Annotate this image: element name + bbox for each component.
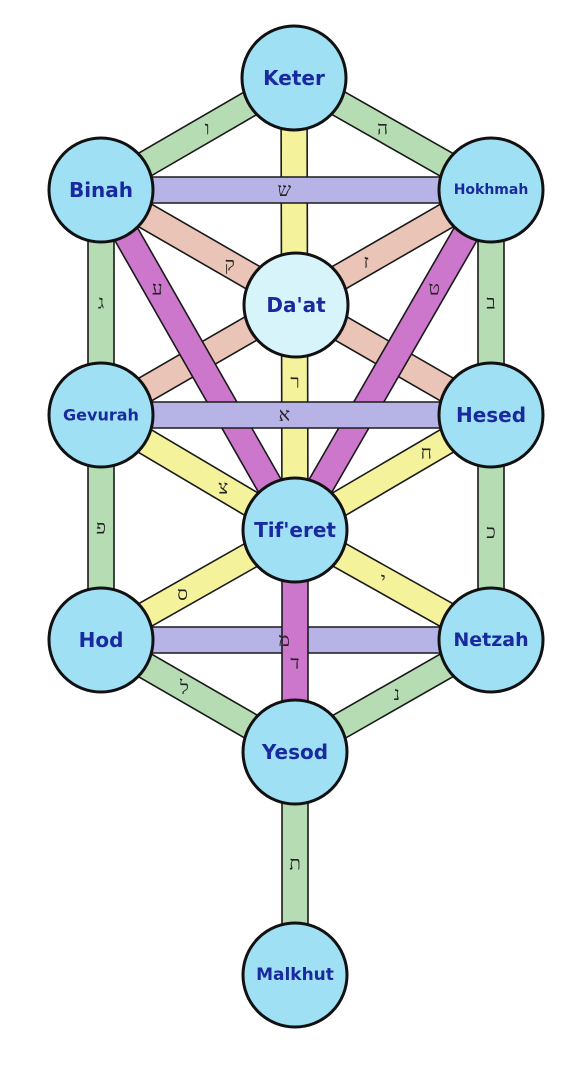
letter-daat-tiferet: ר [290, 371, 299, 393]
letter-tiferet-yesod: ד [290, 652, 299, 674]
sefirah-circle-hokhmah [437, 136, 545, 244]
letter-netzah-yesod: נ [394, 683, 400, 705]
letter-hokhmah-gevurah: ז [364, 251, 369, 273]
sefirah-hokhmah: Hokhmah [437, 136, 545, 244]
sefirah-hod: Hod [47, 586, 155, 694]
path-binah-hokhmah [100, 176, 492, 204]
sefirah-hesed: Hesed [437, 361, 545, 469]
sefirah-daat: Da'at [242, 251, 350, 359]
sefirah-label-binah: Binah [69, 178, 133, 202]
sefirah-circle-netzah [437, 586, 545, 694]
sefirah-circle-gevurah [47, 361, 155, 469]
sefirah-label-hokhmah: Hokhmah [454, 182, 529, 198]
letter-hesed-netzah: כ [486, 521, 495, 543]
sefirah-label-tiferet: Tif'eret [254, 518, 336, 542]
sefirah-circle-tiferet [241, 476, 349, 584]
sefirah-malkhut: Malkhut [241, 921, 349, 1029]
sefirah-label-daat: Da'at [266, 293, 326, 317]
letter-tiferet-hod: ס [177, 583, 188, 605]
sefirah-binah: Binah [47, 136, 155, 244]
letter-hokhmah-hesed: ב [486, 292, 495, 314]
path-gevurah-hesed [100, 401, 492, 429]
sefirah-circle-keter [240, 24, 348, 132]
sefirah-label-gevurah: Gevurah [63, 406, 139, 425]
sefirah-netzah: Netzah [437, 586, 545, 694]
sefirah-label-hesed: Hesed [456, 403, 526, 427]
sefirah-label-netzah: Netzah [453, 629, 528, 651]
letter-keter-hokhmah: ה [377, 117, 388, 139]
sefirah-gevurah: Gevurah [47, 361, 155, 469]
sefirah-circle-binah [47, 136, 155, 244]
sefirah-circle-yesod [241, 698, 349, 806]
sefirah-label-keter: Keter [263, 66, 325, 90]
letter-hod-yesod: ל [179, 677, 189, 699]
letter-yesod-malkhut: ת [289, 853, 301, 875]
sefirah-keter: Keter [240, 24, 348, 132]
letter-gevurah-tiferet: צ [218, 476, 228, 498]
sefirah-tiferet: Tif'eret [241, 476, 349, 584]
sefirah-circle-hesed [437, 361, 545, 469]
letter-tiferet-netzah: י [381, 569, 386, 591]
letter-binah-hesed: ק [225, 253, 235, 275]
sefirah-circle-hod [47, 586, 155, 694]
sefirah-label-hod: Hod [79, 628, 124, 652]
letter-binah-hokhmah: ש [278, 179, 292, 201]
letter-hokhmah-tiferet: ט [428, 278, 439, 300]
letter-hesed-tiferet: ח [421, 442, 432, 464]
letter-binah-keter: ו [205, 117, 210, 139]
letter-gevurah-hod: פ [96, 517, 106, 539]
sefirah-circle-daat [242, 251, 350, 359]
letter-binah-gevurah: ג [98, 292, 104, 314]
sefirah-label-malkhut: Malkhut [256, 965, 334, 985]
letter-binah-tiferet: ע [152, 278, 163, 300]
sefirah-yesod: Yesod [241, 698, 349, 806]
letters-layer: ו ה ש ק ז ע ט ג ב א צ ח פ כ ס י מד ל נ ת ר [96, 117, 496, 874]
letter-gevurah-hesed: א [279, 404, 290, 426]
letter-hod-netzah: מ [279, 629, 290, 651]
sefirah-label-yesod: Yesod [261, 740, 328, 764]
sefirah-circle-malkhut [241, 921, 349, 1029]
